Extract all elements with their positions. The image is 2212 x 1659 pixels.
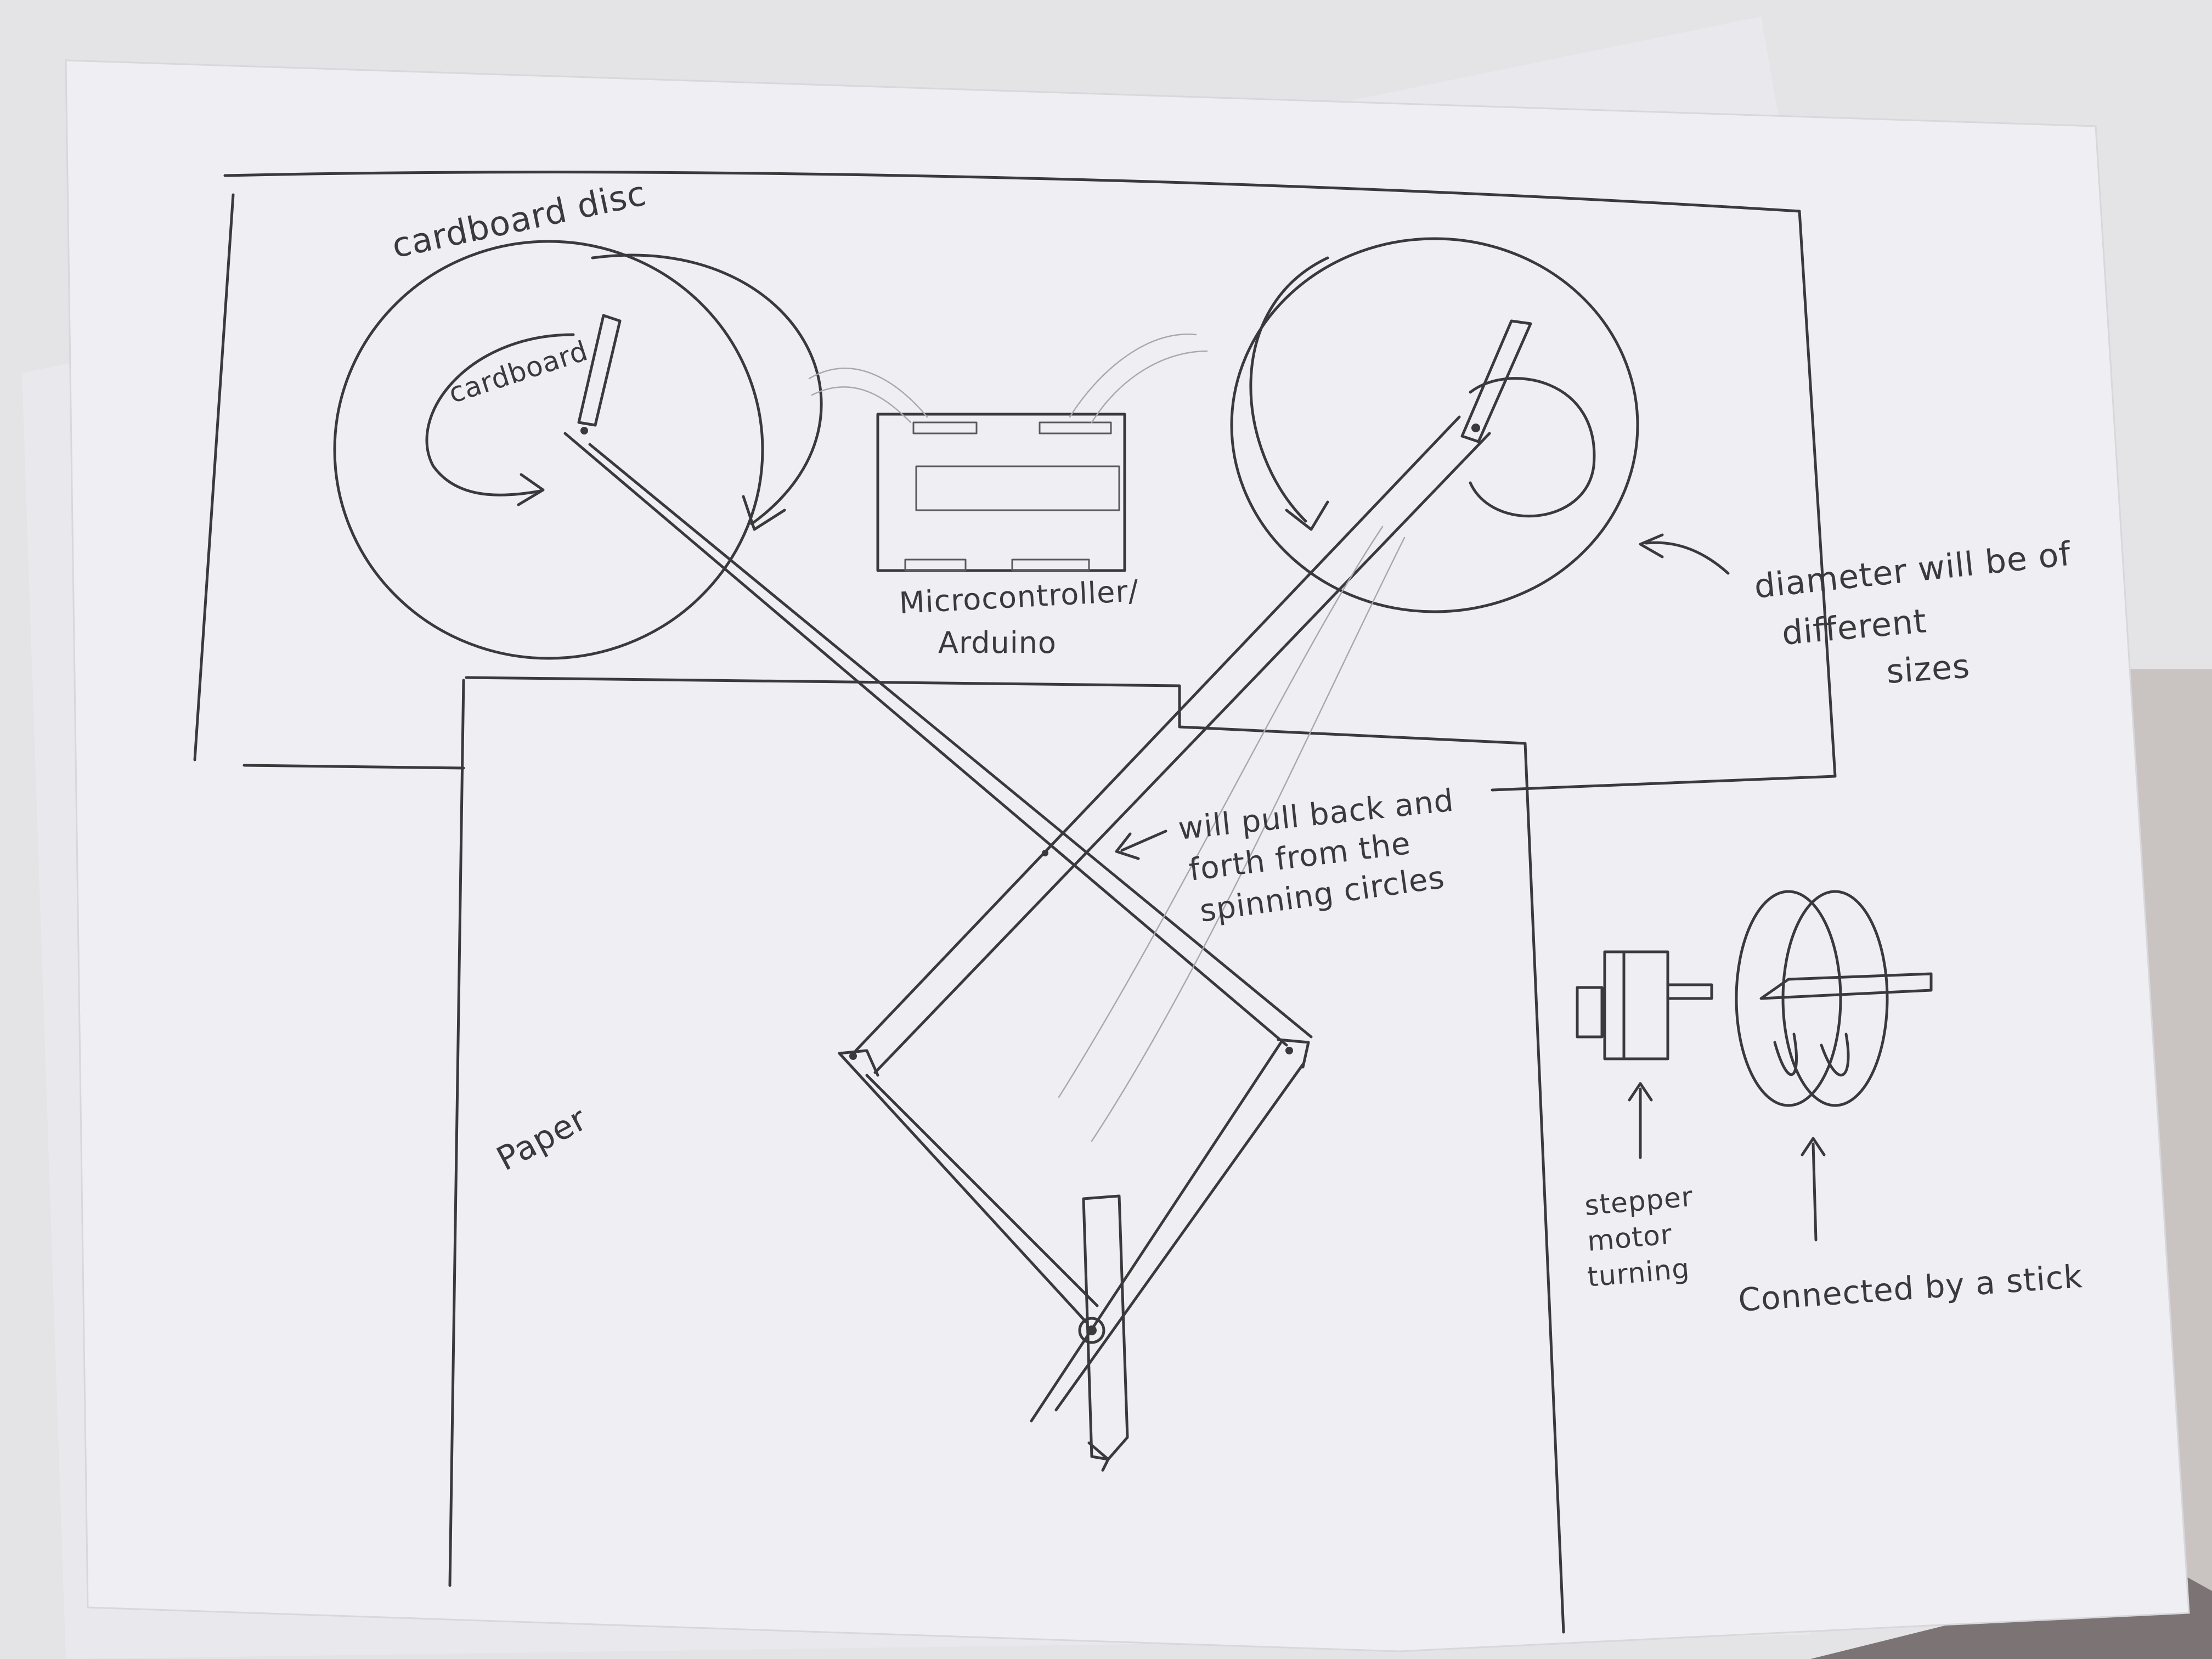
wire-left-1 [808,368,928,418]
stick-pointer-arrow [1812,1142,1818,1242]
pen-pivot-center [1087,1325,1097,1335]
pen-arm-right-joint [1277,1038,1310,1069]
pen-arm-left-a [838,1052,1088,1324]
stepper-motor-mount [1576,986,1604,1039]
pen-pivot [1078,1317,1105,1344]
pull-pointer-arrow [1120,830,1167,852]
left-inner-rotation-arrow [425,333,575,496]
linkage-arm-left-b [588,443,1313,1039]
right-cardboard-disc [1230,237,1639,613]
wire-right-2 [1091,350,1208,424]
label-diameter-line3: sizes [1885,647,1971,691]
left-inner-arrow-head [517,473,545,506]
paper-sheet-drawn-outline [465,676,1565,1634]
pen-arm-right-a [1030,1041,1283,1423]
stepper-motor-shaft [1666,983,1713,1000]
base-board-left-edge [193,193,235,761]
header-pin-strip-3 [904,558,967,572]
stepper-arrow-head [1628,1082,1653,1102]
right-inner-rotation-circle [1469,377,1596,518]
side-disc-1 [1735,890,1842,1107]
left-disc-arrow-head [742,495,786,531]
linkage-crossing-pivot [1042,850,1048,856]
side-disc-arrow-2 [1820,1032,1850,1076]
left-crank-pivot [580,427,588,435]
pull-arrow-head [1115,832,1140,860]
right-elbow-pivot [1285,1047,1293,1054]
construction-line-2 [1091,537,1406,1142]
linkage-arm-right-b [873,432,1491,1074]
pen-arm-right-b [1054,1063,1305,1412]
left-crank-arm [577,314,622,427]
label-microcontroller-line2: Arduino [938,625,1057,660]
left-disc-rotation-arrow [591,253,823,526]
right-crank-pivot [1471,424,1480,432]
linkage-arm-right-a [854,415,1461,1052]
pen-holder [1082,1194,1129,1461]
right-disc-rotation-arrow [1249,256,1329,523]
right-crank-arm [1460,319,1532,443]
side-disc-arrow-1 [1773,1032,1798,1076]
pen-tip [1087,1441,1110,1472]
base-board-bottom-left [242,764,465,770]
wire-right-1 [1069,333,1197,418]
linkage-arm-left-a [563,432,1288,1047]
right-disc-arrow-head [1285,500,1329,531]
base-board-outline [223,171,1837,792]
header-pin-strip-1 [912,421,978,435]
microcontroller-chip [915,465,1120,511]
stick-arrow-head [1801,1137,1826,1156]
left-elbow-pivot [849,1052,857,1060]
stepper-motor-body [1603,950,1669,1060]
microcontroller-board [876,413,1126,572]
diameter-pointer-arrow [1644,541,1730,575]
pen-arm-left-b [865,1074,1099,1307]
diameter-arrow-head [1639,533,1664,558]
connecting-stick [1759,972,1933,1000]
header-pin-strip-2 [1039,421,1112,435]
left-cardboard-disc [333,240,764,660]
wire-left-2 [811,386,912,424]
label-stepper-line2: motor [1586,1218,1674,1257]
pen-arm-left-joint [838,1049,879,1077]
paper-sheet-left-edge [448,679,465,1587]
construction-line-1 [1058,526,1384,1098]
header-pin-strip-4 [1011,558,1090,572]
